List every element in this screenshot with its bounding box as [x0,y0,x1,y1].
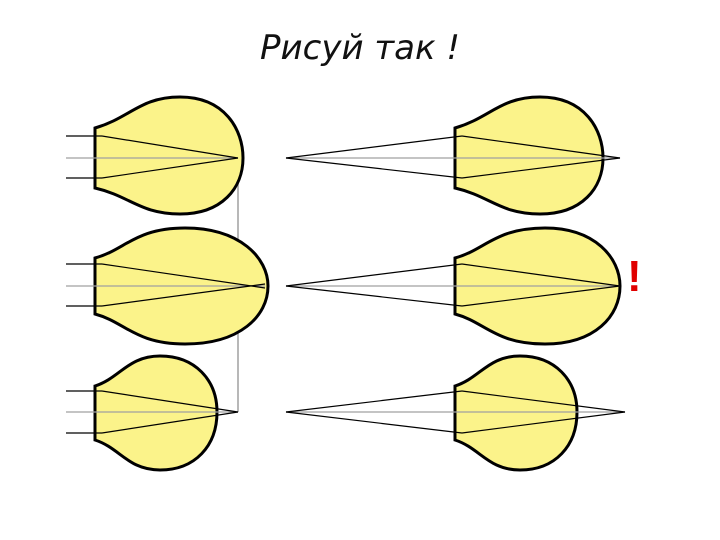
slide-title: Рисуй так ! [260,28,460,68]
light-rays [285,135,621,179]
left-eye-short [66,354,239,472]
light-rays [285,263,621,307]
exclamation-mark: ! [627,252,642,301]
eyeball-shape [453,354,579,472]
light-rays [66,263,266,307]
light-rays [66,390,239,434]
right-eye-middle [285,226,622,346]
left-eye-long [66,226,270,346]
eyeball-shape [93,95,245,216]
right-eye-bottom [285,354,626,472]
left-eye-normal [66,95,245,216]
right-eye-top [285,95,621,216]
eyeball-shape [453,95,605,216]
eyeball-shape [93,354,219,472]
light-rays [285,390,626,434]
light-rays [66,135,239,179]
